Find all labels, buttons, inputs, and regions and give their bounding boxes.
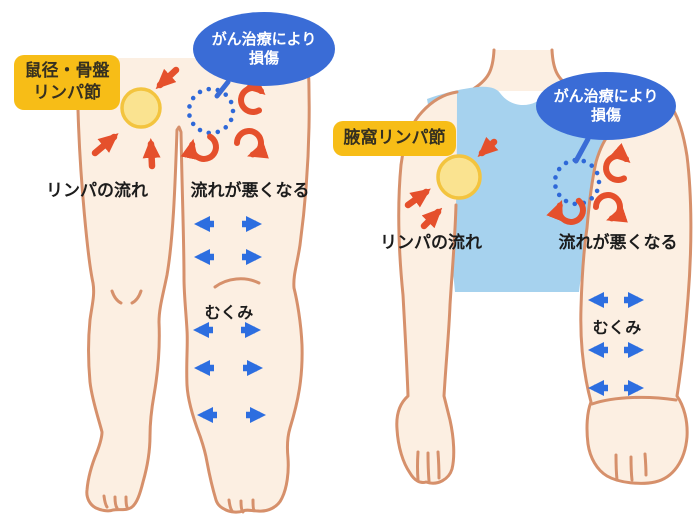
arm-detail-creases [416, 395, 678, 483]
legs-outline [76, 56, 311, 514]
swollen-knee-crease [213, 277, 261, 289]
knee-crease [110, 289, 123, 305]
swelling-arrows [588, 292, 644, 396]
callout-line: 損傷 [590, 106, 621, 124]
blocked-flow-label-right: 流れが悪くなる [558, 232, 678, 253]
red-flow-arrow-icon [420, 207, 443, 230]
inguinal-pelvic-node-label: 鼠径・骨盤 リンパ節 [14, 55, 120, 110]
swelling-label-left: むくみ [204, 303, 254, 322]
callout-line: 損傷 [248, 49, 279, 67]
wrist-crease [590, 395, 678, 406]
lymph-flow-arrows [91, 66, 180, 170]
lymph-node-icon [120, 87, 162, 129]
cancer-damage-callout-right: がん治療により 損傷 [536, 72, 676, 140]
axillary-node-label: 腋窩リンパ節 [333, 121, 456, 156]
lymph-flow-arrows [404, 136, 499, 230]
left-figure-legs [76, 56, 311, 514]
label-line: 鼠径・骨盤 [24, 61, 110, 82]
toe-lines [227, 498, 256, 514]
swelling-label-right: むくみ [592, 318, 642, 337]
toe-lines [102, 494, 129, 510]
blocked-flow-label-left: 流れが悪くなる [190, 180, 310, 201]
red-flow-arrow-icon [91, 133, 119, 157]
normal-arm-outline [395, 90, 459, 485]
label-line: リンパ節 [33, 82, 101, 103]
callout-line: がん治療により [211, 29, 317, 48]
red-flow-arrow-icon [142, 138, 161, 170]
swelling-arrows [193, 216, 266, 423]
knee-crease [130, 289, 143, 305]
finger-lines [416, 450, 441, 483]
lymph-flow-label-right: リンパの流れ [380, 232, 482, 253]
callout-tail [573, 136, 591, 164]
callout-tail [214, 79, 231, 99]
swollen-arm-outline [579, 93, 693, 485]
neck [470, 50, 576, 91]
leg-detail-creases [102, 277, 261, 514]
finger-lines [614, 452, 648, 482]
label-line: 腋窩リンパ節 [343, 127, 446, 148]
right-figure-upper-body [395, 48, 693, 485]
lymph-flow-label-left: リンパの流れ [46, 180, 148, 201]
red-flow-arrow-icon [155, 66, 180, 90]
legs-silhouette [78, 58, 310, 513]
damaged-node-dotted-circle-icon [186, 86, 236, 136]
lymph-node-icon [436, 154, 482, 200]
callout-line: がん治療により [553, 86, 659, 105]
red-flow-arrow-icon [404, 188, 431, 209]
cancer-damage-callout-left: がん治療により 損傷 [193, 12, 335, 86]
red-flow-arrow-icon [477, 136, 499, 158]
